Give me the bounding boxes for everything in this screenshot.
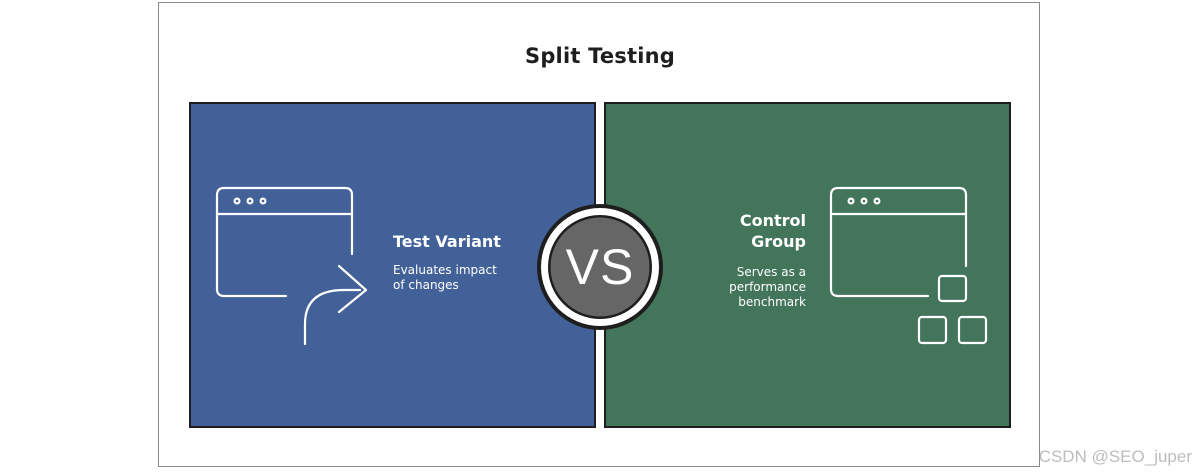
- browser-window-squares-icon: [829, 186, 988, 345]
- test-variant-desc-line1: Evaluates impact: [393, 263, 497, 277]
- vs-label: VS: [565, 239, 635, 295]
- test-variant-panel: [189, 102, 596, 428]
- control-group-title-line1: Control: [739, 211, 806, 230]
- control-group-desc-line2: performance: [729, 280, 806, 294]
- vs-badge: VS: [536, 203, 664, 331]
- diagram-title: Split Testing: [525, 44, 675, 68]
- browser-window-arrow-icon: [215, 186, 368, 346]
- watermark: CSDN @SEO_juper: [1038, 447, 1192, 466]
- test-variant-title: Test Variant: [393, 232, 501, 251]
- control-group-title-line2: Group: [751, 232, 806, 251]
- control-group-desc-line1: Serves as a: [736, 265, 806, 279]
- control-group-desc-line3: benchmark: [738, 295, 806, 309]
- test-variant-desc-line2: of changes: [393, 278, 459, 292]
- vs-circle: [537, 204, 663, 330]
